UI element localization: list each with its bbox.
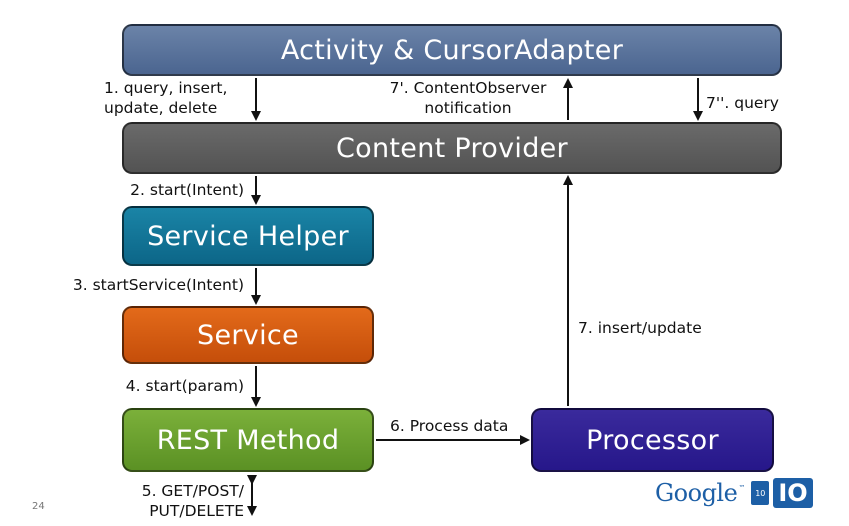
step1-label: 1. query, insert, update, delete — [104, 78, 227, 118]
step1-line2: update, delete — [104, 99, 218, 117]
step6-label: 6. Process data — [390, 417, 509, 435]
step7b-label: 7''. query — [706, 94, 779, 112]
rest-method-label: REST Method — [156, 424, 340, 456]
service-box: Service — [122, 306, 374, 364]
service-helper-label: Service Helper — [147, 220, 349, 252]
step1-line1: 1. query, insert, — [104, 79, 228, 97]
step4-label: 4. start(param) — [125, 377, 244, 395]
logo-google-text: Google — [655, 479, 738, 507]
processor-label: Processor — [586, 424, 719, 456]
logo-tm: ™ — [738, 484, 746, 492]
service-helper-box: Service Helper — [122, 206, 374, 266]
step7a-line2: notification — [424, 99, 512, 117]
logo-year-badge: 10 — [751, 481, 770, 505]
step5-line1: 5. GET/POST/ — [141, 482, 244, 500]
slide-number: 24 — [32, 501, 45, 512]
processor-box: Processor — [531, 408, 774, 472]
activity-cursoradapter-box: Activity & CursorAdapter — [122, 24, 782, 76]
step2-label: 2. start(Intent) — [130, 181, 244, 199]
google-io-logo: Google ™ 10 IO — [655, 478, 813, 508]
step5-label: 5. GET/POST/ PUT/DELETE — [100, 481, 244, 521]
logo-io-badge: IO — [773, 478, 813, 508]
service-label: Service — [197, 319, 299, 351]
content-provider-label: Content Provider — [336, 132, 568, 164]
activity-box-label: Activity & CursorAdapter — [280, 34, 624, 66]
step3-label: 3. startService(Intent) — [72, 276, 244, 294]
rest-method-box: REST Method — [122, 408, 374, 472]
step7a-label: 7'. ContentObserver notification — [378, 78, 558, 118]
content-provider-box: Content Provider — [122, 122, 782, 174]
step7-label: 7. insert/update — [578, 319, 702, 337]
step5-line2: PUT/DELETE — [149, 502, 244, 520]
step7a-line1: 7'. ContentObserver — [389, 79, 547, 97]
